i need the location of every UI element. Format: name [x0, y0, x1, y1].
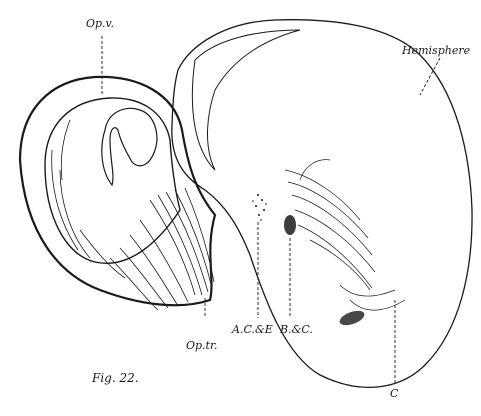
label-hemisphere: Hemisphere	[402, 45, 470, 56]
label-c: C	[390, 388, 398, 399]
striatum-hatching	[285, 160, 405, 310]
label-ac-e: A.C.&E	[232, 324, 273, 335]
ac-e-stipple	[252, 194, 267, 221]
hemisphere-outline	[172, 20, 472, 388]
label-opv: Op.v.	[86, 18, 114, 29]
c-marking	[338, 308, 367, 328]
label-bc: B.&C.	[280, 324, 313, 335]
bc-marking	[284, 215, 296, 235]
optic-cavity	[102, 108, 157, 185]
hemisphere-inner-fold	[192, 30, 300, 170]
label-optr: Op.tr.	[186, 340, 218, 351]
optic-tract-shading	[52, 120, 214, 310]
figure-caption: Fig. 22.	[92, 372, 139, 384]
